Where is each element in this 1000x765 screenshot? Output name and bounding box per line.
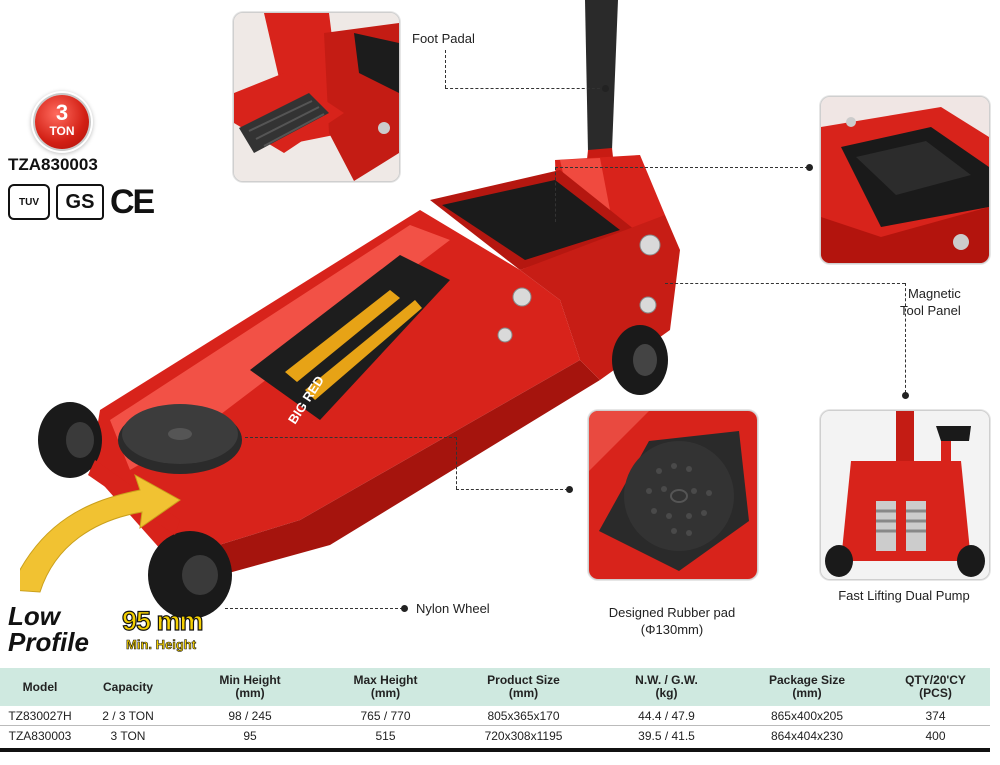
table-cell: 765 / 770	[360, 708, 411, 723]
rubber-pad-leader-v	[456, 437, 457, 489]
table-row: TZA830003 3 TON 95 515 720x308x1195 39.5…	[0, 725, 990, 745]
table-cell: 39.5 / 41.5	[600, 725, 733, 745]
col-header-qty: QTY/20'CY (PCS)	[881, 668, 990, 706]
table-cell: 3 TON	[80, 725, 176, 745]
tool-panel-label-text: Magnetic Tool Panel	[900, 286, 961, 318]
rubber-pad-photo	[588, 410, 758, 580]
badge-unit: TON	[49, 124, 75, 138]
dual-pump-marker	[902, 392, 909, 399]
foot-pedal-photo	[233, 12, 400, 182]
table-cell: 720x308x1195	[447, 725, 600, 745]
table-cell: 2 / 3 TON	[102, 708, 154, 723]
col-header-weight: N.W. / G.W. (kg)	[600, 668, 733, 706]
min-height-caption: Min. Height	[126, 637, 197, 653]
rubber-pad-label-text: Designed Rubber pad (Φ130mm)	[608, 605, 736, 637]
tool-panel-image	[821, 97, 989, 263]
table-cell: 400	[881, 725, 990, 745]
foot-pedal-image	[234, 13, 399, 181]
tuv-logo: TUV	[8, 184, 50, 220]
col-header-package-size-text: Package Size (mm)	[768, 673, 846, 700]
certification-logos: TUV GS CE	[8, 183, 155, 221]
table-cell: 95	[176, 725, 324, 745]
rubber-pad-leader-h2	[456, 489, 568, 490]
foot-pedal-marker	[602, 85, 609, 92]
col-header-capacity: Capacity	[80, 668, 176, 706]
capacity-badge: 3 TON	[35, 95, 89, 149]
nylon-wheel-label: Nylon Wheel	[416, 601, 490, 616]
tool-panel-leader	[555, 167, 808, 168]
col-header-product-size-text: Product Size (mm)	[487, 673, 560, 700]
ce-logo-text: CE	[110, 183, 155, 221]
model-code: TZA830003	[8, 155, 98, 174]
col-header-max-height: Max Height (mm)	[324, 668, 447, 706]
min-height-value: 95 mm	[121, 605, 204, 636]
bottom-rule	[0, 748, 990, 752]
table-cell: 865x400x205	[770, 708, 844, 723]
table-cell: 44.4 / 47.9	[638, 708, 695, 723]
foot-pedal-label: Foot Padal	[412, 31, 475, 46]
col-header-model: Model	[0, 668, 80, 706]
dual-pump-label: Fast Lifting Dual Pump	[838, 588, 970, 603]
rubber-pad-leader	[245, 437, 457, 438]
tuv-logo-text: TUV	[19, 196, 39, 208]
low-profile-line1: Low	[8, 601, 60, 631]
nylon-wheel-leader	[225, 608, 403, 609]
col-header-qty-text: QTY/20'CY (PCS)	[905, 673, 966, 700]
table-cell: TZ830027H	[8, 708, 72, 723]
ce-logo: CE	[110, 183, 155, 221]
spec-table: Model Capacity Min Height (mm) Max Heigh…	[0, 668, 990, 745]
tool-panel-label: Magnetic Tool Panel	[900, 268, 961, 319]
tool-panel-marker	[806, 164, 813, 171]
badge-number: 3	[55, 100, 69, 125]
nylon-wheel-marker	[401, 605, 408, 612]
gs-logo-text: GS	[65, 190, 95, 213]
col-header-package-size: Package Size (mm)	[733, 668, 881, 706]
table-cell: TZA830003	[0, 725, 80, 745]
foot-pedal-leader	[445, 88, 605, 89]
low-profile-title: Low Profile	[8, 603, 89, 655]
dual-pump-image	[821, 411, 989, 579]
table-cell: 805x365x170	[487, 708, 560, 723]
dual-pump-photo	[820, 410, 990, 580]
table-cell: 374	[925, 708, 946, 723]
col-header-weight-text: N.W. / G.W. (kg)	[635, 673, 698, 700]
tool-panel-leader-v	[555, 167, 556, 222]
col-header-product-size: Product Size (mm)	[447, 668, 600, 706]
col-header-max-height-text: Max Height (mm)	[353, 673, 418, 700]
rubber-pad-label: Designed Rubber pad (Φ130mm)	[588, 587, 756, 638]
spec-table-header: Model Capacity Min Height (mm) Max Heigh…	[0, 668, 990, 706]
table-row: TZ830027H 2 / 3 TON 98 / 245 765 / 770 8…	[0, 706, 990, 726]
dual-pump-leader	[665, 283, 905, 284]
tool-panel-photo	[820, 96, 990, 264]
col-header-min-height-text: Min Height (mm)	[219, 673, 281, 700]
table-cell: 864x404x230	[733, 725, 881, 745]
foot-pedal-leader-v	[445, 50, 446, 88]
low-profile-line2: Profile	[8, 627, 89, 657]
col-header-min-height: Min Height (mm)	[176, 668, 324, 706]
table-cell: 515	[324, 725, 447, 745]
dual-pump-leader-v	[905, 283, 906, 393]
gs-logo: GS	[56, 184, 104, 220]
rubber-pad-marker	[566, 486, 573, 493]
table-cell: 98 / 245	[228, 708, 272, 723]
rubber-pad-image	[589, 411, 757, 579]
floor-jack-illustration: BIG RED	[20, 0, 680, 619]
